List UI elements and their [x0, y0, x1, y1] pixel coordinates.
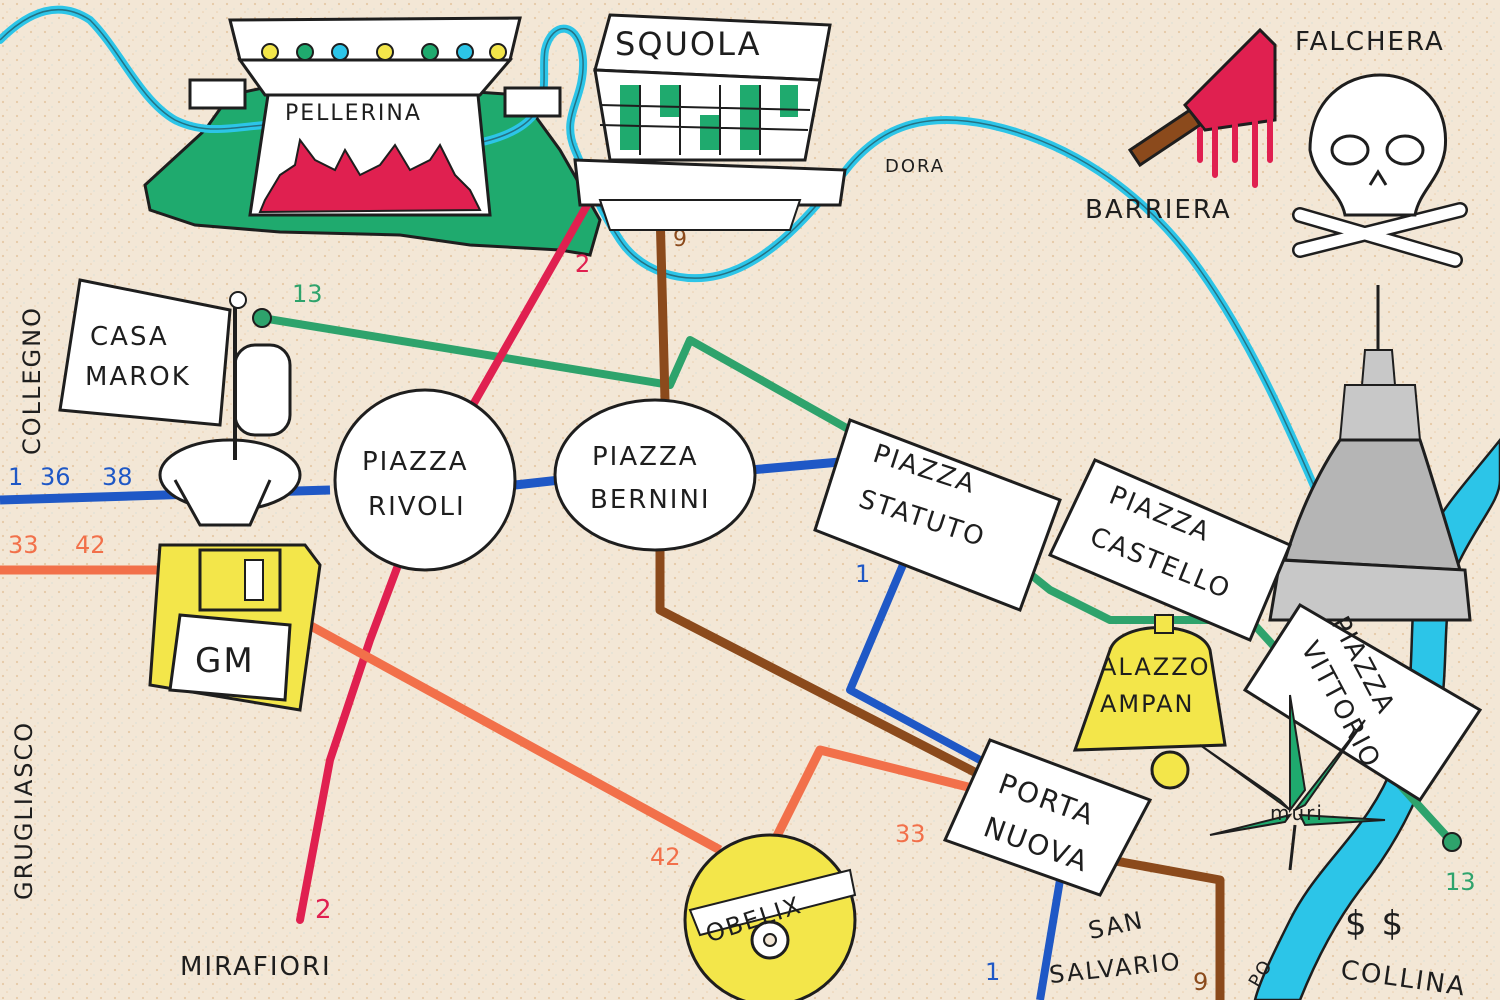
barriera-label: BARRIERA — [1085, 195, 1232, 225]
bell-icon — [1072, 614, 1227, 790]
mirafiori-label: MIRAFIORI — [180, 952, 332, 982]
line-33-42 — [0, 565, 982, 854]
label-line-1-bottom: 1 — [985, 958, 1000, 986]
label-line-38: 38 — [102, 463, 133, 491]
label-line-33-porta-nuova: 33 — [895, 820, 926, 848]
piazza-bernini-node[interactable] — [553, 398, 757, 552]
muri-label: muri — [1270, 801, 1324, 825]
cd-disc-icon — [683, 833, 857, 1000]
label-line-9-top: 9 — [673, 227, 687, 252]
skull-crossbones-icon — [1292, 73, 1468, 268]
palazzo-campana-line1: ALAZZO — [1100, 653, 1211, 681]
piazza-statuto-node[interactable] — [813, 418, 1062, 612]
dollars-label: $ $ — [1345, 904, 1405, 944]
casa-marok-line1: CASA — [90, 322, 169, 352]
label-line-13-top: 13 — [292, 280, 323, 308]
cannabis-leaf-icon — [1199, 694, 1386, 871]
mole-antonelliana-icon — [1268, 285, 1472, 622]
piazza-bernini-line2: BERNINI — [590, 485, 711, 515]
collegno-label: COLLEGNO — [18, 306, 46, 455]
line-2 — [296, 196, 594, 924]
label-line-1-statuto: 1 — [855, 560, 870, 588]
casa-marok-line2: MAROK — [85, 362, 191, 392]
label-line-42: 42 — [75, 531, 106, 559]
dora-label: DORA — [885, 156, 945, 177]
label-line-42-obelix: 42 — [650, 843, 681, 871]
river-dora-outline — [0, 8, 1321, 501]
squola-label: SQUOLA — [615, 25, 762, 63]
line-13-terminus-east — [1442, 832, 1462, 852]
gm-label: GM — [195, 641, 255, 681]
piazza-rivoli-node[interactable] — [333, 388, 517, 572]
label-line-2-top: 2 — [575, 250, 590, 278]
line-1-south — [846, 558, 1064, 1000]
piazza-bernini-line1: PIAZZA — [592, 442, 699, 472]
piazza-vittorio-node[interactable] — [1242, 602, 1483, 803]
pellerina-label: PELLERINA — [285, 101, 422, 126]
piazza-castello-node[interactable] — [1047, 458, 1292, 642]
line-13-terminus-west — [252, 308, 272, 328]
floppy-disk-icon — [148, 543, 322, 712]
porta-nuova-node[interactable] — [942, 738, 1153, 897]
label-line-2-bottom: 2 — [315, 895, 332, 925]
palazzo-campana-line2: AMPAN — [1100, 690, 1194, 718]
bloody-knife-icon — [1127, 27, 1277, 188]
label-line-1: 1 — [8, 463, 23, 491]
grugliasco-label: GRUGLIASCO — [10, 721, 38, 900]
label-line-9-bottom: 9 — [1193, 968, 1208, 996]
piazza-rivoli-line2: RIVOLI — [368, 492, 466, 522]
school-building-icon — [573, 13, 847, 231]
label-line-33: 33 — [8, 531, 39, 559]
piazza-rivoli-line1: PIAZZA — [362, 447, 469, 477]
theater-icon — [188, 16, 562, 217]
falchera-label: FALCHERA — [1295, 27, 1445, 57]
label-line-36: 36 — [40, 463, 71, 491]
toilet-plunger-icon — [58, 278, 302, 527]
label-line-13-bottom: 13 — [1445, 868, 1476, 896]
